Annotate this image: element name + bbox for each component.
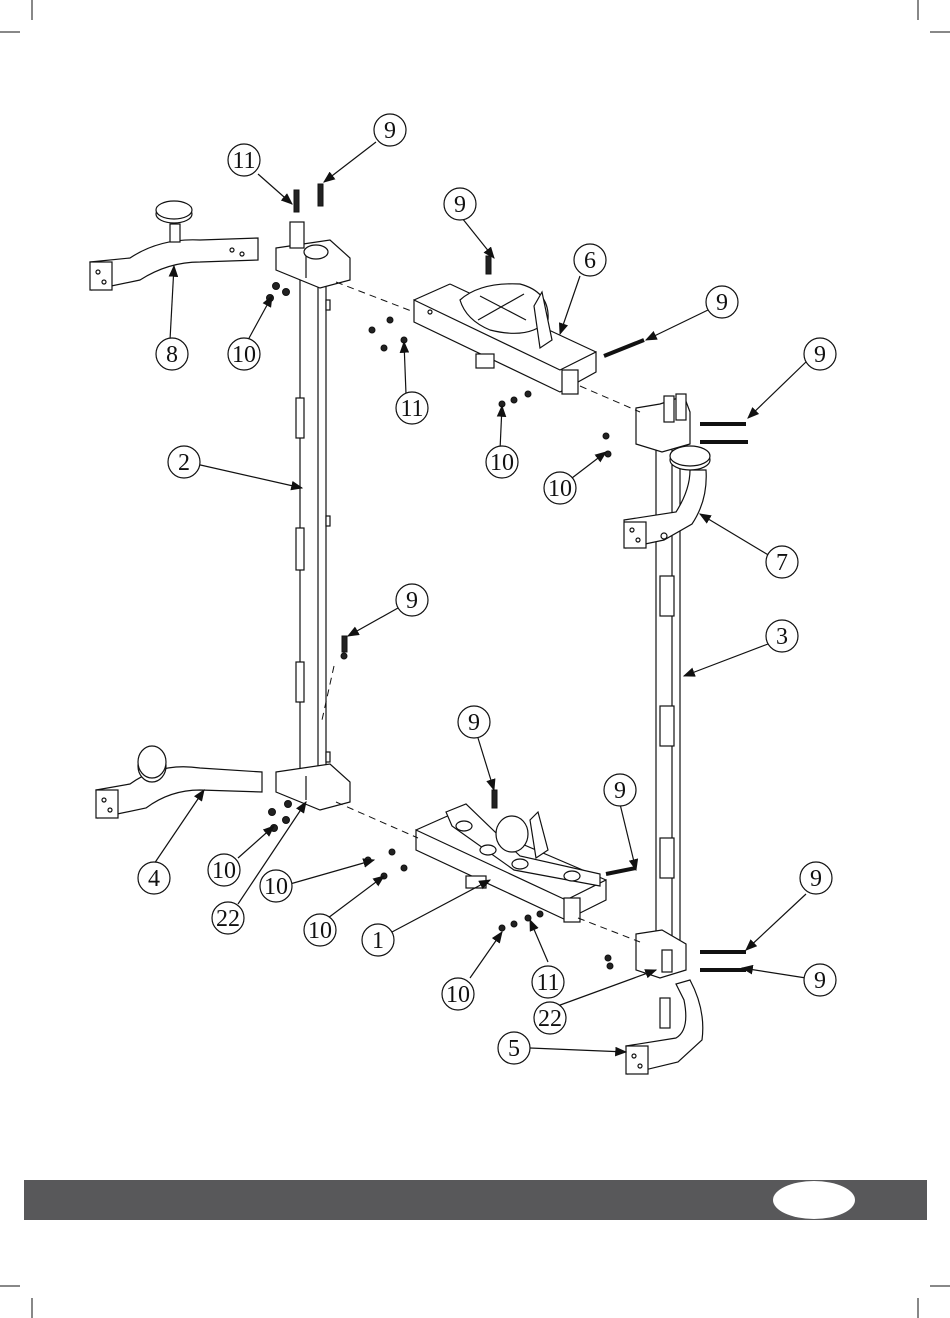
svg-text:9: 9 (814, 968, 826, 994)
callout-10-top-left: 10 (228, 338, 260, 370)
bottom-left-foot-part (96, 746, 262, 818)
right-upright-part (636, 394, 690, 978)
top-crossbar-part (414, 284, 596, 394)
svg-text:8: 8 (166, 342, 178, 368)
svg-text:9: 9 (384, 118, 396, 144)
svg-text:4: 4 (148, 866, 160, 892)
callout-9-top-left: 9 (374, 114, 406, 146)
callout-9-bottom-right-upper: 9 (800, 862, 832, 894)
svg-text:10: 10 (548, 476, 572, 502)
svg-text:10: 10 (212, 858, 236, 884)
svg-text:1: 1 (372, 928, 384, 954)
callout-11-top-left: 11 (228, 144, 260, 176)
callout-11-bottom: 11 (532, 966, 564, 998)
callout-7: 7 (766, 546, 798, 578)
svg-text:9: 9 (716, 290, 728, 316)
left-upright-part (276, 222, 350, 810)
svg-text:22: 22 (538, 1006, 562, 1032)
svg-text:10: 10 (264, 874, 288, 900)
svg-text:9: 9 (468, 710, 480, 736)
callout-9-mid-left: 9 (396, 584, 428, 616)
callout-10-crossbar-top: 10 (486, 446, 518, 478)
callout-22-right: 22 (534, 1002, 566, 1034)
page-number-oval (773, 1181, 855, 1219)
callout-10-bottom-mid: 10 (260, 870, 292, 902)
callout-10-bottom-left: 10 (208, 854, 240, 886)
lower-right-foot-part (626, 980, 703, 1074)
callout-4: 4 (138, 862, 170, 894)
svg-text:9: 9 (810, 866, 822, 892)
svg-text:10: 10 (446, 982, 470, 1008)
callout-3: 3 (766, 620, 798, 652)
svg-text:10: 10 (308, 918, 332, 944)
svg-text:10: 10 (232, 342, 256, 368)
svg-text:9: 9 (814, 342, 826, 368)
callout-11-crossbar: 11 (396, 392, 428, 424)
svg-text:9: 9 (614, 778, 626, 804)
callout-10-bottom-crossbar: 10 (304, 914, 336, 946)
svg-text:11: 11 (536, 970, 559, 996)
callout-10-bottom-right: 10 (442, 978, 474, 1010)
callout-9-crossbar-bottom-side: 9 (604, 774, 636, 806)
callout-9-crossbar-side: 9 (706, 286, 738, 318)
svg-text:7: 7 (776, 550, 788, 576)
callout-8: 8 (156, 338, 188, 370)
callout-22-left: 22 (212, 902, 244, 934)
svg-text:5: 5 (508, 1036, 520, 1062)
leader-lines (154, 142, 808, 1052)
callout-6: 6 (574, 244, 606, 276)
svg-text:2: 2 (178, 450, 190, 476)
svg-text:22: 22 (216, 906, 240, 932)
callout-9-top-right: 9 (804, 338, 836, 370)
callout-5: 5 (498, 1032, 530, 1064)
svg-text:9: 9 (406, 588, 418, 614)
callout-2: 2 (168, 446, 200, 478)
callout-9-bottom-right-lower: 9 (804, 964, 836, 996)
svg-text:3: 3 (776, 624, 788, 650)
svg-text:11: 11 (400, 396, 423, 422)
svg-text:10: 10 (490, 450, 514, 476)
svg-text:11: 11 (232, 148, 255, 174)
svg-text:6: 6 (584, 248, 596, 274)
callout-9-crossbar-top: 9 (444, 188, 476, 220)
svg-text:9: 9 (454, 192, 466, 218)
callout-10-top-right: 10 (544, 472, 576, 504)
callout-9-crossbar-bottom: 9 (458, 706, 490, 738)
callout-1: 1 (362, 924, 394, 956)
